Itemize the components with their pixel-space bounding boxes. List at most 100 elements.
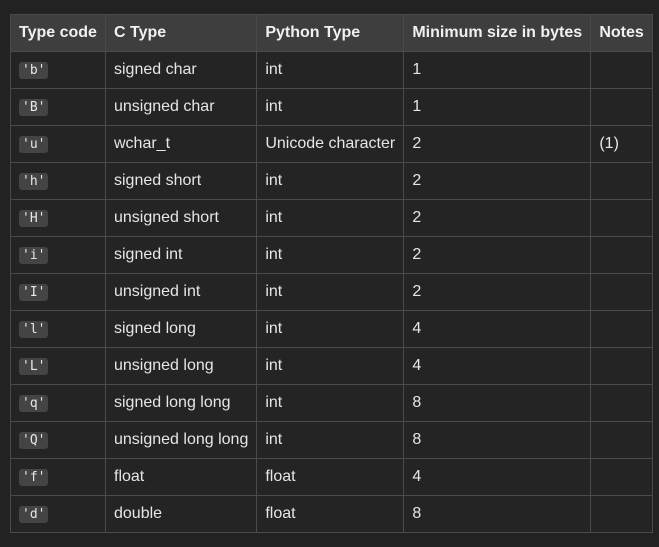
python-type-cell: float <box>256 495 405 533</box>
type-code-literal: 'B' <box>19 99 49 116</box>
min-size-cell: 2 <box>403 162 592 200</box>
min-size-cell: 8 <box>403 495 592 533</box>
c-type-cell: double <box>104 495 258 533</box>
c-type-cell: unsigned long <box>104 347 258 385</box>
type-code-cell: 'H' <box>10 199 106 237</box>
python-type-cell: int <box>256 236 405 274</box>
type-code-literal: 'b' <box>19 62 49 79</box>
c-type-cell: unsigned short <box>104 199 258 237</box>
notes-cell <box>590 495 653 533</box>
notes-cell <box>590 273 653 311</box>
min-size-cell: 2 <box>403 236 592 274</box>
type-code-literal: 'L' <box>19 358 49 375</box>
min-size-cell: 8 <box>403 384 592 422</box>
python-type-cell: int <box>256 347 405 385</box>
min-size-cell: 1 <box>403 51 592 89</box>
c-type-cell: unsigned int <box>104 273 258 311</box>
header-notes: Notes <box>590 14 653 52</box>
type-code-cell: 'l' <box>10 310 106 348</box>
c-type-cell: unsigned char <box>104 88 258 126</box>
type-code-cell: 'i' <box>10 236 106 274</box>
header-type-code: Type code <box>10 14 106 52</box>
table-header: Type code C Type Python Type Minimum siz… <box>10 14 653 52</box>
type-code-literal: 'u' <box>19 136 49 153</box>
min-size-cell: 2 <box>403 125 592 163</box>
min-size-cell: 2 <box>403 199 592 237</box>
type-code-table-container: Type code C Type Python Type Minimum siz… <box>10 14 653 533</box>
type-code-cell: 'L' <box>10 347 106 385</box>
python-type-cell: float <box>256 458 405 496</box>
python-type-cell: int <box>256 51 405 89</box>
c-type-cell: signed long long <box>104 384 258 422</box>
type-code-literal: 'i' <box>19 247 49 264</box>
header-c-type: C Type <box>104 14 258 52</box>
type-code-cell: 'd' <box>10 495 106 533</box>
type-code-literal: 'q' <box>19 395 49 412</box>
type-code-cell: 'f' <box>10 458 106 496</box>
notes-cell <box>590 347 653 385</box>
notes-cell <box>590 199 653 237</box>
type-code-literal: 'I' <box>19 284 49 301</box>
notes-cell <box>590 310 653 348</box>
min-size-cell: 4 <box>403 347 592 385</box>
header-row: Type code C Type Python Type Minimum siz… <box>10 14 653 52</box>
notes-cell <box>590 51 653 89</box>
notes-cell: (1) <box>590 125 653 163</box>
python-type-cell: int <box>256 199 405 237</box>
notes-cell <box>590 384 653 422</box>
type-code-literal: 'd' <box>19 506 49 523</box>
header-min-size: Minimum size in bytes <box>403 14 592 52</box>
python-type-cell: int <box>256 310 405 348</box>
python-type-cell: int <box>256 162 405 200</box>
min-size-cell: 2 <box>403 273 592 311</box>
c-type-cell: signed int <box>104 236 258 274</box>
min-size-cell: 4 <box>403 310 592 348</box>
notes-cell <box>590 421 653 459</box>
type-code-cell: 'Q' <box>10 421 106 459</box>
type-code-literal: 'Q' <box>19 432 49 449</box>
type-code-literal: 'f' <box>19 469 49 486</box>
c-type-cell: unsigned long long <box>104 421 258 459</box>
type-code-literal: 'h' <box>19 173 49 190</box>
python-type-cell: Unicode character <box>256 125 405 163</box>
c-type-cell: wchar_t <box>104 125 258 163</box>
type-code-cell: 'b' <box>10 51 106 89</box>
type-code-cell: 'u' <box>10 125 106 163</box>
c-type-cell: signed long <box>104 310 258 348</box>
c-type-cell: signed char <box>104 51 258 89</box>
notes-cell <box>590 162 653 200</box>
type-code-literal: 'H' <box>19 210 49 227</box>
python-type-cell: int <box>256 421 405 459</box>
c-type-cell: signed short <box>104 162 258 200</box>
type-code-cell: 'q' <box>10 384 106 422</box>
c-type-cell: float <box>104 458 258 496</box>
header-python-type: Python Type <box>256 14 405 52</box>
python-type-cell: int <box>256 88 405 126</box>
min-size-cell: 1 <box>403 88 592 126</box>
notes-cell <box>590 236 653 274</box>
min-size-cell: 8 <box>403 421 592 459</box>
notes-cell <box>590 88 653 126</box>
type-code-cell: 'B' <box>10 88 106 126</box>
type-code-cell: 'h' <box>10 162 106 200</box>
type-code-cell: 'I' <box>10 273 106 311</box>
type-code-table: Type code C Type Python Type Minimum siz… <box>10 14 653 533</box>
python-type-cell: int <box>256 273 405 311</box>
notes-cell <box>590 458 653 496</box>
min-size-cell: 4 <box>403 458 592 496</box>
python-type-cell: int <box>256 384 405 422</box>
